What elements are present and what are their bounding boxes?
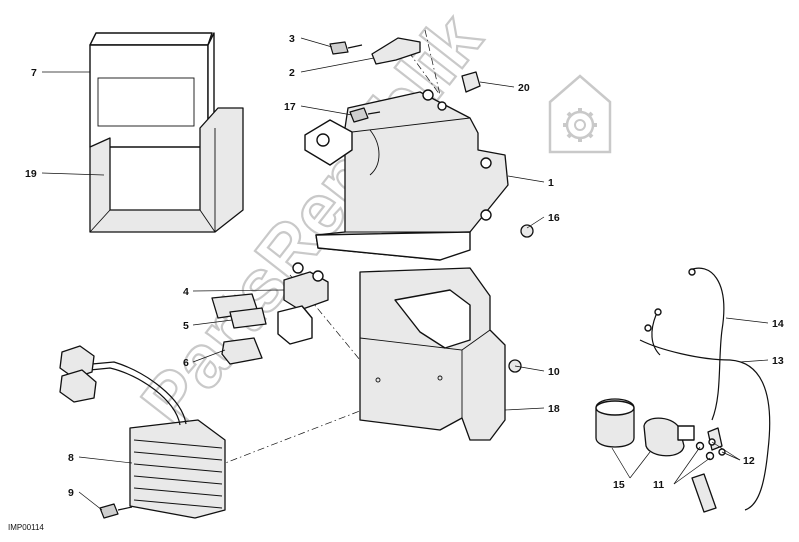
callout-20: 20	[518, 82, 530, 94]
callout-1: 1	[548, 177, 554, 189]
callout-19: 19	[25, 168, 37, 180]
callout-12: 12	[743, 455, 755, 467]
leader-lines	[41, 37, 769, 511]
diagram-reference-code: IMP00114	[8, 523, 44, 532]
ignition-wiring	[595, 267, 771, 513]
callout-9: 9	[68, 487, 74, 499]
callout-10: 10	[548, 366, 560, 378]
callout-14: 14	[772, 318, 784, 330]
callout-5: 5	[183, 320, 189, 332]
callout-4: 4	[183, 286, 189, 298]
callout-17: 17	[284, 101, 296, 113]
regulator-assembly	[59, 345, 226, 519]
relay-cluster	[211, 262, 329, 365]
main-bracket	[304, 91, 509, 261]
callout-2: 2	[289, 67, 295, 79]
callout-labels: 1 2 3 4 5 6 7 8 9 10 11 12 13 14 15 16 1…	[25, 33, 784, 499]
gear-icon	[548, 74, 612, 154]
callout-13: 13	[772, 355, 784, 367]
callout-3: 3	[289, 33, 295, 45]
callout-8: 8	[68, 452, 74, 464]
small-hardware	[329, 37, 534, 373]
callout-15: 15	[613, 479, 625, 491]
lower-bracket	[359, 267, 506, 441]
callout-6: 6	[183, 357, 189, 369]
callout-16: 16	[548, 212, 560, 224]
callout-11: 11	[653, 479, 664, 491]
callout-18: 18	[548, 403, 560, 415]
callout-7: 7	[31, 67, 37, 79]
battery-assembly	[89, 32, 244, 233]
